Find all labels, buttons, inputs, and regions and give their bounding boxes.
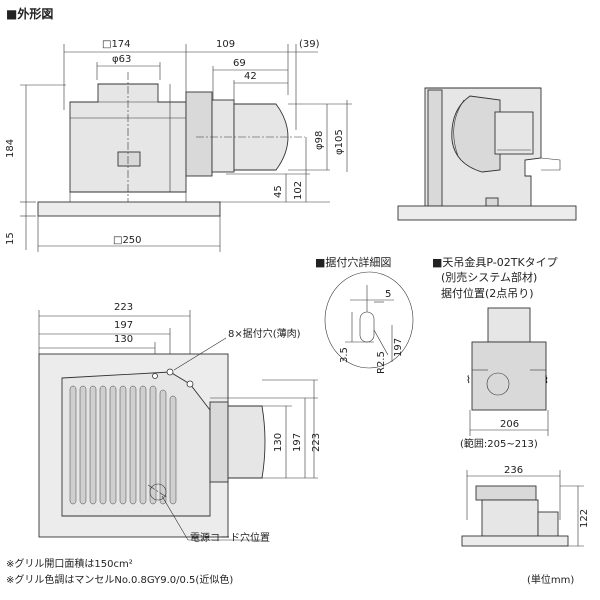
- mount-hole-detail: [324, 271, 414, 369]
- hanger-position: 据付位置(2点吊り): [441, 287, 534, 300]
- hanger-dim-236: 236: [504, 465, 524, 476]
- hanger-dim-122: 122: [579, 508, 590, 528]
- dim-plan-v223: 223: [311, 432, 322, 452]
- dim-plan-130: 130: [114, 334, 134, 345]
- detail-dim-3-5: 3.5: [339, 347, 350, 363]
- side-view: [397, 87, 577, 221]
- front-view: [20, 44, 352, 252]
- dim-height-184: 184: [5, 138, 16, 158]
- dim-45: 45: [273, 185, 284, 198]
- mount-hole-detail-title: ■据付穴詳細図: [315, 256, 392, 269]
- dim-42: 42: [244, 71, 257, 82]
- cord-hole-label: 電源コード穴位置: [190, 533, 270, 544]
- hanger-subtitle: (別売システム部材): [441, 271, 538, 284]
- detail-dim-197: 197: [393, 337, 404, 357]
- svg-text:⌇: ⌇: [544, 375, 549, 386]
- svg-text:⌇: ⌇: [466, 375, 471, 386]
- plan-view: [38, 310, 318, 541]
- grill-slats: [69, 385, 177, 505]
- detail-dim-5: 5: [385, 289, 392, 300]
- dim-plan-197: 197: [114, 320, 134, 331]
- dim-15: 15: [5, 232, 16, 245]
- hanger-dim-206: 206: [500, 419, 520, 430]
- dim-phi98: φ98: [314, 130, 325, 150]
- dim-phi105: φ105: [334, 129, 345, 155]
- main-title: ■外形図: [6, 7, 54, 21]
- hanger-plan: ⌇ ⌇: [466, 307, 549, 436]
- dim-outlet-offset: 109: [216, 39, 236, 50]
- dim-69: 69: [233, 58, 246, 69]
- dim-diameter-63: φ63: [112, 54, 132, 65]
- unit-label: (単位mm): [527, 575, 575, 586]
- mount-holes-label: 8×据付穴(薄肉): [228, 329, 301, 340]
- dim-plan-v197: 197: [292, 432, 303, 452]
- hanger-side: [461, 470, 584, 547]
- dim-plan-223: 223: [114, 302, 134, 313]
- dim-box-width: □174: [102, 39, 131, 50]
- note-grill-color: ※グリル色調はマンセルNo.0.8GY9.0/0.5(近似色): [6, 575, 234, 586]
- hanger-range: (範囲:205~213): [460, 439, 538, 450]
- note-grill-area: ※グリル開口面積は150cm²: [6, 559, 133, 570]
- dim-outlet-projection: (39): [299, 39, 320, 50]
- detail-radius: R2.5: [376, 351, 387, 374]
- hanger-title: ■天吊金具P-02TKタイプ: [432, 256, 558, 269]
- dim-panel-width: □250: [113, 235, 142, 246]
- dim-plan-v130: 130: [273, 432, 284, 452]
- dim-102: 102: [293, 180, 304, 200]
